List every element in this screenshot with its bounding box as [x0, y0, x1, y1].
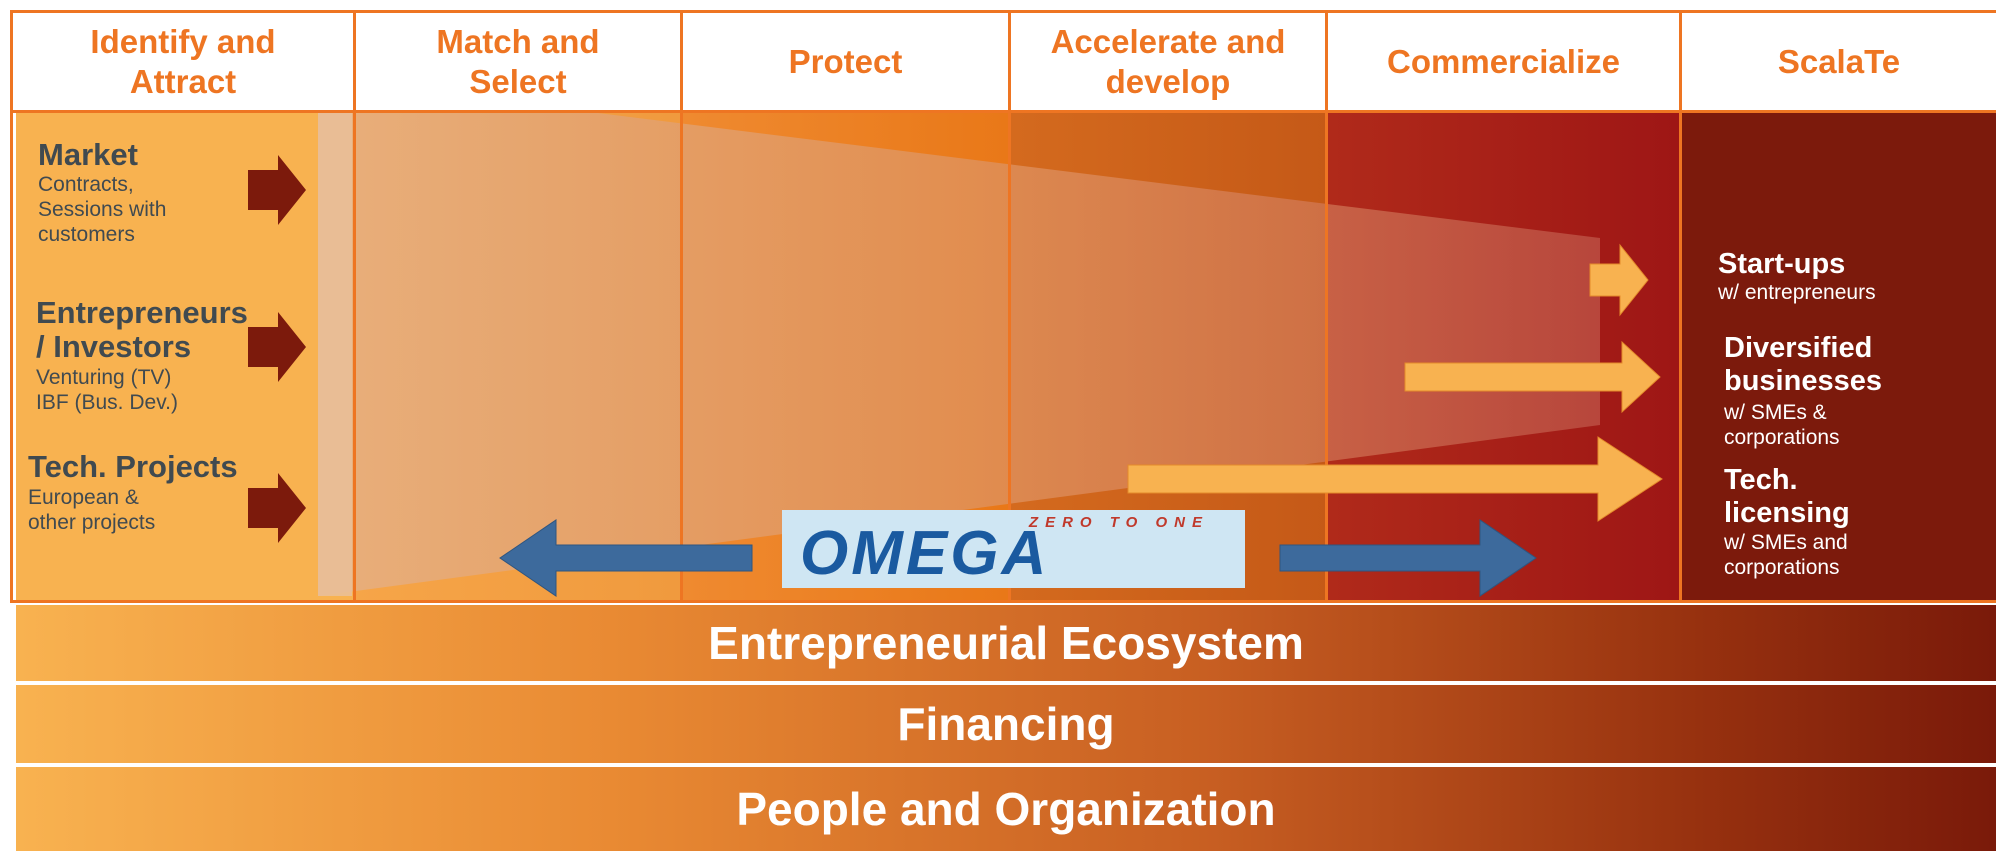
col-divider-2	[680, 10, 683, 603]
outcome-diversified-title: Diversified businesses	[1724, 332, 1882, 397]
funnel-left-band	[318, 112, 352, 596]
entrepreneurs-arrow-icon	[248, 312, 306, 382]
col-divider-1	[353, 10, 356, 603]
outcome-licensing-title: Tech. licensing	[1724, 464, 1850, 529]
col-divider-3	[1008, 10, 1011, 603]
diversified-arrow-icon	[1404, 340, 1661, 414]
funnel-shape	[318, 112, 1600, 596]
market-arrow-icon	[248, 155, 306, 225]
source-tech-projects-title: Tech. Projects	[28, 449, 238, 484]
col-divider-4	[1325, 10, 1328, 603]
frame-left	[10, 10, 13, 603]
stage-header-match: Match and Select	[436, 23, 600, 100]
licensing-arrow-icon	[1127, 436, 1663, 522]
blue-left-arrow-icon	[499, 519, 753, 597]
foundation-ecosystem-bar: Entrepreneurial Ecosystem	[16, 605, 1996, 681]
stage-header-scale: ScalaTe	[1777, 43, 1901, 80]
outcome-diversified-sub: w/ SMEs & corporations	[1724, 401, 1840, 449]
frame-bottom	[10, 600, 1996, 603]
source-market-sub: Contracts, Sessions with customers	[38, 173, 167, 246]
stage-header-accelerate: Accelerate and develop	[1050, 23, 1286, 100]
foundation-financing-bar: Financing	[16, 685, 1996, 763]
outcome-startups-title: Start-ups	[1718, 248, 1846, 280]
frame-top	[10, 10, 1996, 13]
stage-header-identify: Identify and Attract	[90, 23, 276, 100]
col-divider-5	[1679, 10, 1682, 603]
header-divider	[10, 110, 1996, 113]
tech-projects-arrow-icon	[248, 473, 306, 543]
source-market-title: Market	[38, 137, 138, 172]
col-bg-scale	[1681, 112, 1996, 600]
outcome-licensing-sub: w/ SMEs and corporations	[1724, 531, 1848, 579]
omega-logo: ZERO TO ONE OMEGA	[782, 510, 1245, 588]
source-entrepreneurs-sub: Venturing (TV) IBF (Bus. Dev.)	[36, 366, 178, 414]
source-entrepreneurs-title: Entrepreneurs / Investors	[36, 295, 248, 364]
foundation-people-bar: People and Organization	[16, 767, 1996, 851]
stage-header-protect: Protect	[788, 43, 903, 80]
source-tech-projects-sub: European & other projects	[28, 486, 156, 534]
startup-arrow-icon	[1589, 243, 1649, 317]
blue-right-arrow-icon	[1279, 519, 1537, 597]
outcome-startups-sub: w/ entrepreneurs	[1718, 281, 1876, 304]
logo-tagline: ZERO TO ONE	[1028, 514, 1209, 531]
logo-name: OMEGA	[800, 519, 1050, 588]
stage-header-commercialize: Commercialize	[1387, 43, 1620, 80]
